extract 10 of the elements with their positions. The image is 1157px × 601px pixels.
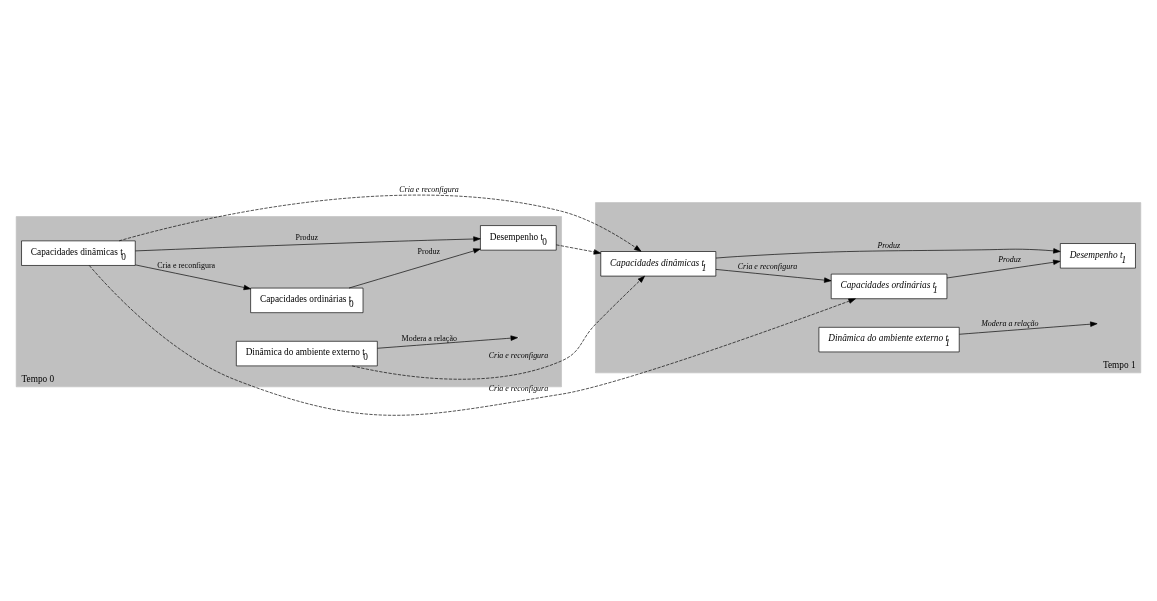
- arrow: [715, 268, 832, 283]
- arrow: [118, 194, 642, 252]
- arrow: [135, 264, 251, 290]
- arrow: [715, 247, 1061, 258]
- arrow: [351, 275, 645, 379]
- arrow: [348, 247, 481, 288]
- arrow: [946, 259, 1061, 278]
- arrow: [135, 235, 481, 251]
- arrow: [88, 264, 856, 416]
- arrow: [556, 244, 601, 255]
